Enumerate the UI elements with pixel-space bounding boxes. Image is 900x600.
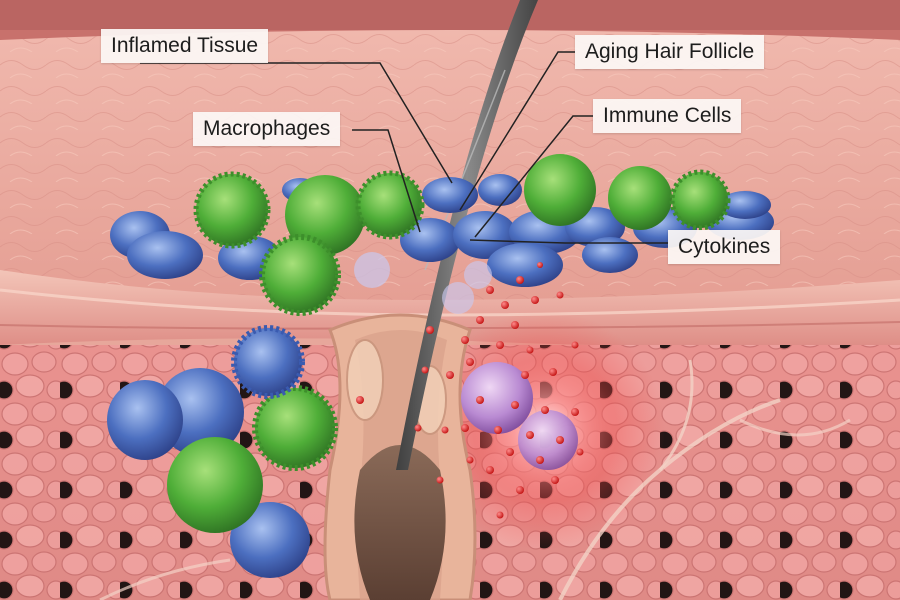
inflamed-cells	[461, 362, 578, 470]
label-aging-hair-follicle: Aging Hair Follicle	[575, 35, 765, 69]
label-inflamed-tissue: Inflamed Tissue	[101, 29, 269, 63]
label-immune-cells: Immune Cells	[593, 99, 742, 133]
label-cytokines: Cytokines	[668, 230, 781, 264]
label-macrophages: Macrophages	[193, 112, 341, 146]
macrophages-cluster	[167, 154, 731, 533]
label-leader-lines	[140, 51, 668, 244]
cytokine-particles	[356, 262, 584, 519]
